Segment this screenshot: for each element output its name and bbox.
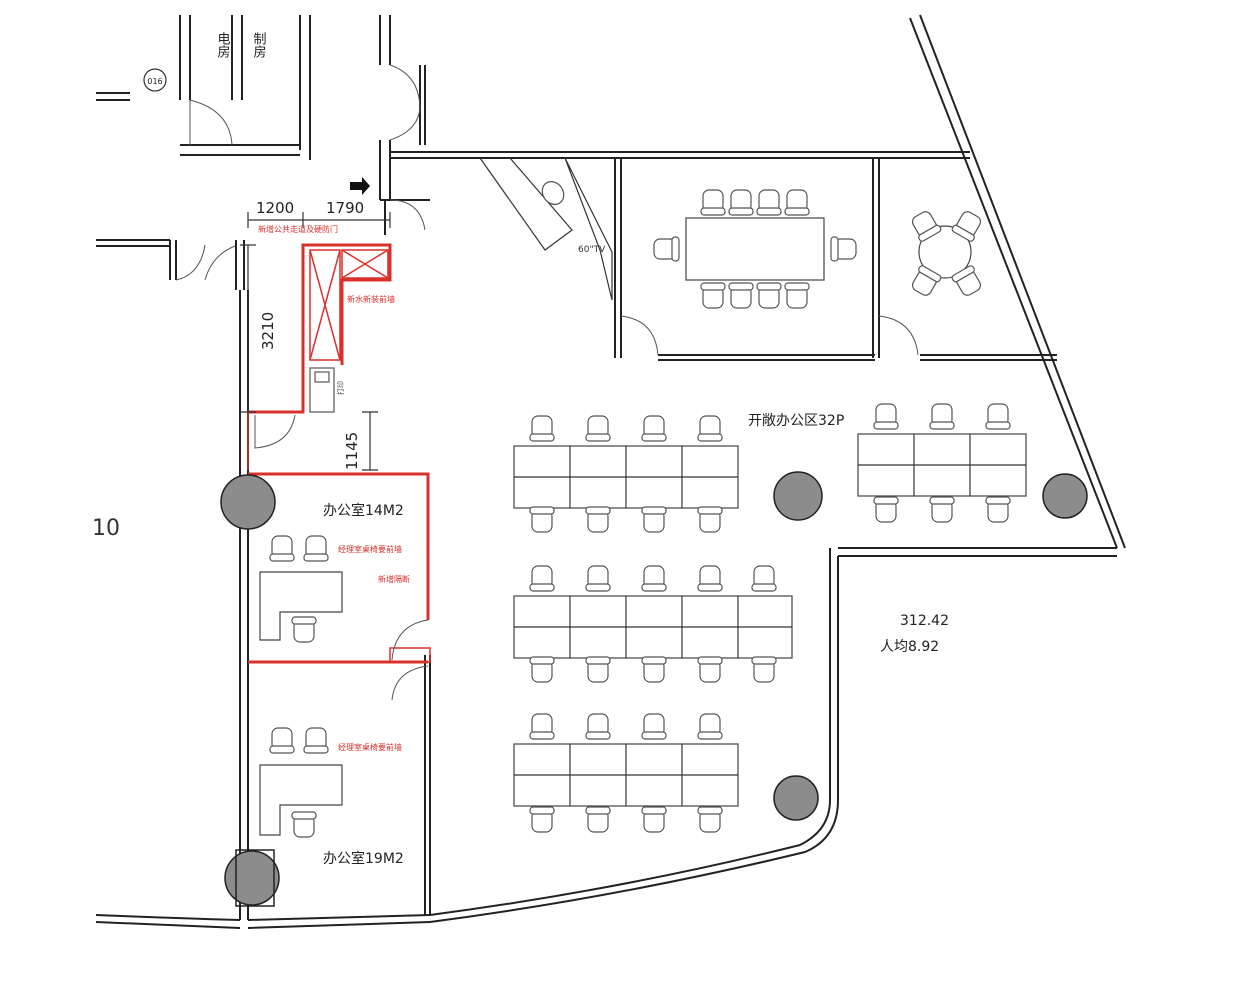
column bbox=[773, 775, 819, 821]
chair bbox=[911, 211, 942, 242]
dim-1145: 1145 bbox=[343, 432, 361, 470]
chair bbox=[303, 727, 329, 754]
chair bbox=[929, 496, 955, 523]
meeting-rooms: 60"TV bbox=[390, 151, 1057, 361]
chair bbox=[269, 727, 295, 754]
desk-cluster-3 bbox=[513, 743, 739, 807]
desk-cluster-4 bbox=[857, 433, 1027, 497]
dimensions: 1200 1790 3210 1145 新增公共走道及硬防门 新水新装前墙 bbox=[240, 199, 395, 471]
note-new-fire-door: 新增公共走道及硬防门 bbox=[258, 224, 338, 234]
chair bbox=[756, 189, 782, 216]
chair bbox=[728, 282, 754, 309]
chair bbox=[697, 656, 723, 683]
office-14m2: 办公室14M2 经理室桌椅要前墙 新增隔断 bbox=[248, 472, 431, 701]
chair bbox=[697, 806, 723, 833]
chair bbox=[291, 811, 317, 838]
chair bbox=[697, 506, 723, 533]
chair bbox=[529, 806, 555, 833]
chair bbox=[700, 189, 726, 216]
office-19m2: 办公室19M2 经理室桌椅要前墙 bbox=[259, 742, 404, 867]
chair bbox=[585, 565, 611, 592]
area-total: 312.42 bbox=[900, 613, 949, 629]
area-per-person: 人均8.92 bbox=[880, 639, 939, 655]
arrow-right-icon bbox=[350, 177, 370, 195]
round-table bbox=[918, 225, 972, 279]
dim-3210: 3210 bbox=[259, 312, 277, 350]
chair bbox=[951, 265, 982, 296]
chair bbox=[873, 403, 899, 430]
desk-cluster-2 bbox=[513, 595, 793, 659]
meeting-table bbox=[685, 217, 825, 281]
chair bbox=[697, 565, 723, 592]
chair bbox=[700, 282, 726, 309]
electrical-room-label: 电房 bbox=[215, 32, 231, 58]
service-rooms: 016 电房 制房 bbox=[96, 15, 426, 200]
column bbox=[220, 474, 276, 530]
tv-label: 60"TV bbox=[578, 245, 606, 255]
corridor-walls bbox=[96, 199, 431, 920]
chair bbox=[728, 189, 754, 216]
chair bbox=[529, 565, 555, 592]
chair bbox=[830, 236, 857, 262]
chair bbox=[697, 415, 723, 442]
printer-label: 打印 bbox=[336, 381, 345, 395]
exterior-walls bbox=[95, 14, 1126, 929]
tag-label: 016 bbox=[147, 77, 162, 86]
chair bbox=[653, 236, 680, 262]
dim-1200: 1200 bbox=[256, 199, 294, 217]
chair bbox=[529, 713, 555, 740]
chair bbox=[697, 713, 723, 740]
chair bbox=[529, 415, 555, 442]
chair bbox=[751, 656, 777, 683]
chair bbox=[985, 403, 1011, 430]
chair bbox=[985, 496, 1011, 523]
chair bbox=[585, 656, 611, 683]
chair bbox=[641, 506, 667, 533]
chair bbox=[911, 265, 942, 296]
chair bbox=[641, 415, 667, 442]
desk-cluster-1 bbox=[513, 445, 739, 509]
chair bbox=[269, 535, 295, 562]
column bbox=[1042, 473, 1088, 519]
chair bbox=[751, 565, 777, 592]
office-19m2-label: 办公室19M2 bbox=[323, 850, 404, 867]
chair bbox=[951, 211, 982, 242]
chair bbox=[529, 656, 555, 683]
chair bbox=[784, 282, 810, 309]
chair bbox=[303, 535, 329, 562]
chairs bbox=[269, 189, 1011, 838]
chair bbox=[873, 496, 899, 523]
new-shaft: 打印 bbox=[247, 243, 392, 470]
chair bbox=[929, 403, 955, 430]
dim-1790: 1790 bbox=[326, 199, 364, 217]
room-2-label: 制房 bbox=[251, 32, 267, 58]
note-office1-glass: 新增隔断 bbox=[378, 574, 410, 584]
note-office1-wall: 经理室桌椅要前墙 bbox=[338, 544, 402, 554]
left-unit-label: 10 bbox=[92, 516, 120, 541]
note-office2-wall: 经理室桌椅要前墙 bbox=[338, 742, 402, 752]
chair bbox=[529, 506, 555, 533]
tag-circle bbox=[143, 68, 167, 92]
chair bbox=[784, 189, 810, 216]
chair bbox=[585, 506, 611, 533]
columns bbox=[220, 471, 1088, 907]
chair bbox=[641, 656, 667, 683]
column bbox=[224, 850, 280, 906]
chair bbox=[585, 806, 611, 833]
chair bbox=[756, 282, 782, 309]
note-new-wall-top: 新水新装前墙 bbox=[347, 294, 395, 304]
column bbox=[773, 471, 823, 521]
chair bbox=[641, 806, 667, 833]
office-14m2-label: 办公室14M2 bbox=[323, 502, 404, 519]
open-office-label: 开敞办公区32P bbox=[748, 413, 844, 429]
chair bbox=[641, 565, 667, 592]
open-office: 开敞办公区32P bbox=[513, 413, 1027, 807]
chair bbox=[585, 415, 611, 442]
chair bbox=[585, 713, 611, 740]
chair bbox=[641, 713, 667, 740]
chair bbox=[291, 616, 317, 643]
